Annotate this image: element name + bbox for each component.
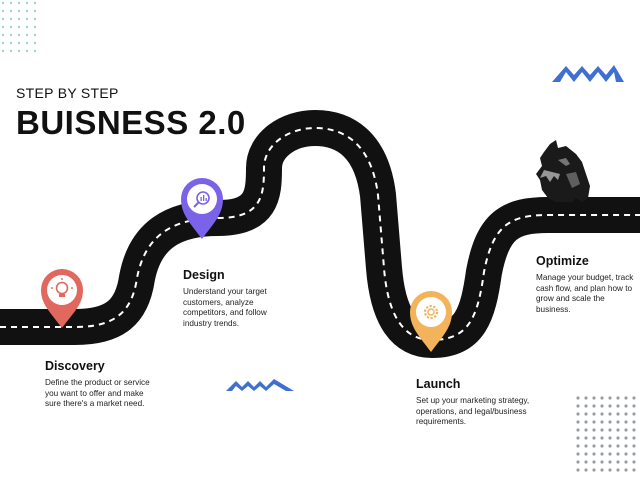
discovery-pin bbox=[41, 269, 83, 328]
step-title-launch: Launch bbox=[416, 377, 461, 391]
page-title: BUISNESS 2.0 bbox=[16, 104, 246, 141]
dot-grid-top-left bbox=[1, 1, 37, 53]
gear-icon bbox=[423, 304, 439, 320]
road-surface bbox=[0, 110, 640, 358]
design-pin bbox=[181, 178, 223, 239]
step-description-optimize: Manage your budget, track cash flow, and… bbox=[536, 273, 634, 314]
step-title-design: Design bbox=[183, 268, 225, 282]
mountains-icon bbox=[552, 65, 624, 82]
step-description-discovery: Define the product or service you want t… bbox=[45, 378, 150, 409]
schnauzer-dog-icon bbox=[536, 140, 590, 202]
step-title-optimize: Optimize bbox=[536, 254, 589, 268]
lightbulb-icon bbox=[51, 278, 73, 297]
step-title-discovery: Discovery bbox=[45, 359, 105, 373]
dot-grid-bottom-right bbox=[576, 396, 636, 472]
magnifier-chart-icon bbox=[193, 191, 210, 208]
overline-text: STEP BY STEP bbox=[16, 85, 119, 101]
mountains-icon bbox=[226, 379, 294, 391]
step-description-design: Understand your target customers, analyz… bbox=[183, 287, 267, 328]
road bbox=[0, 110, 640, 358]
launch-pin bbox=[410, 291, 452, 352]
step-description-launch: Set up your marketing strategy, operatio… bbox=[416, 396, 530, 427]
